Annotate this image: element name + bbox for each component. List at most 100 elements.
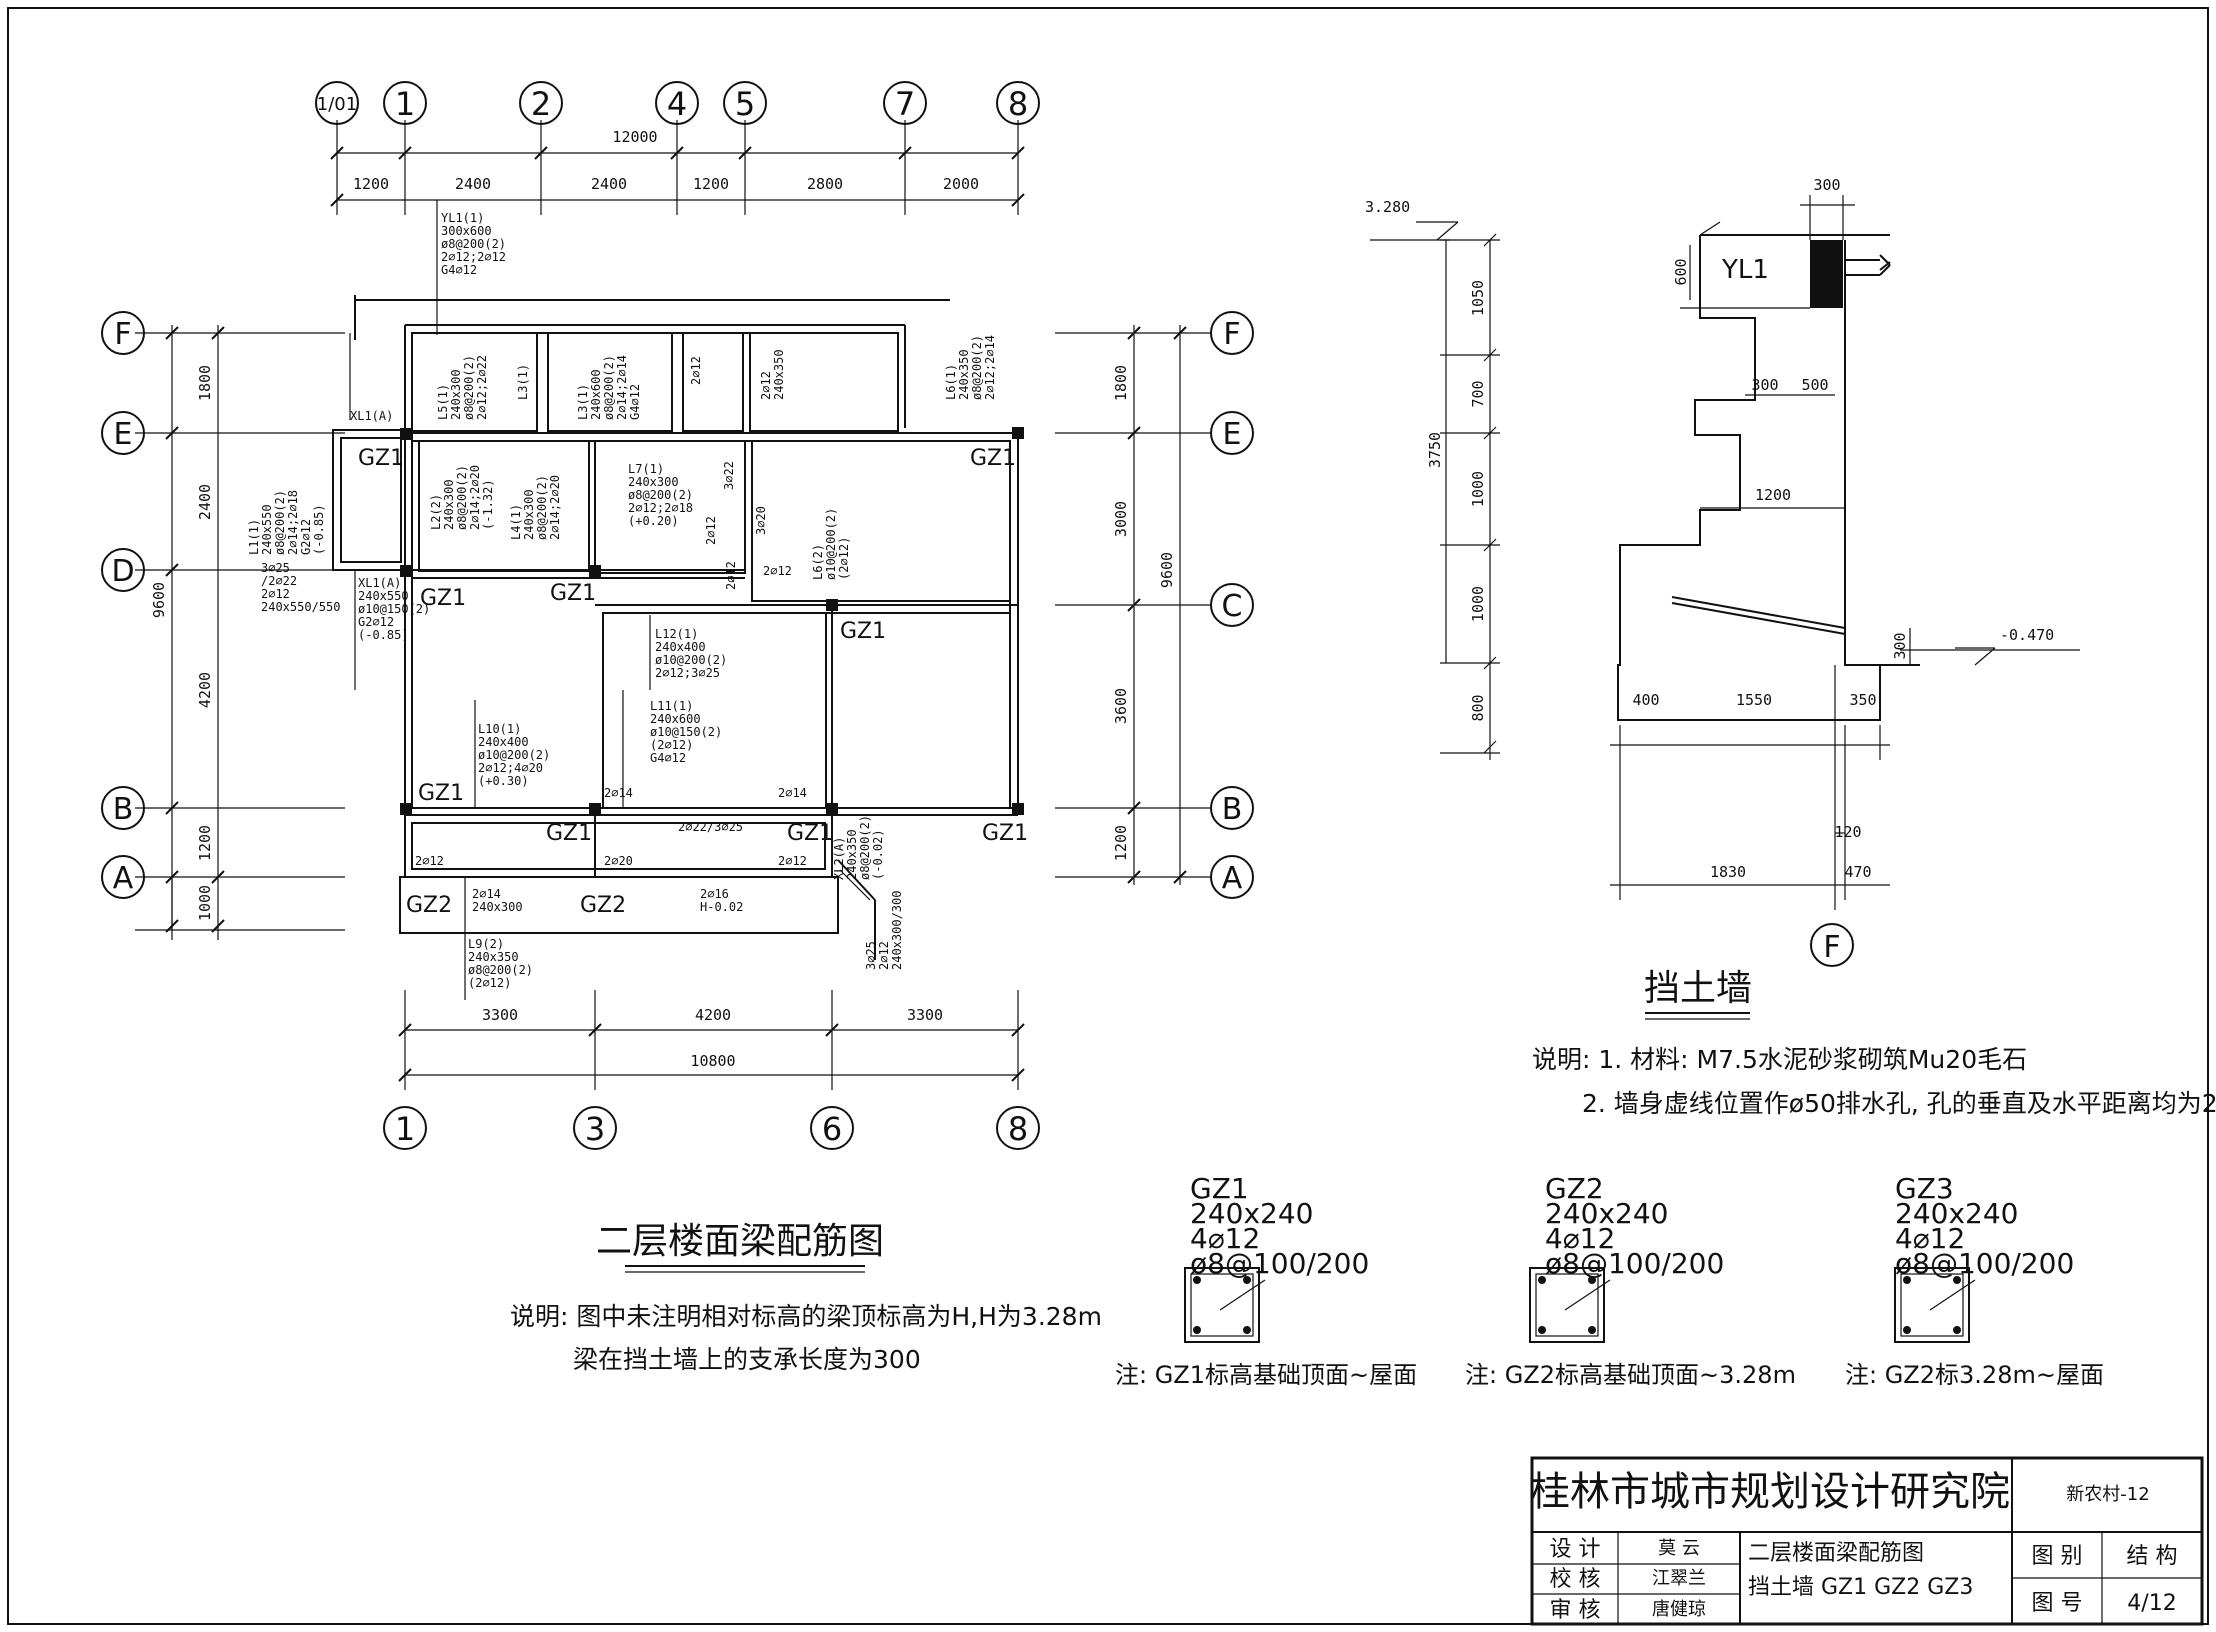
dim: 2000 [943,175,979,193]
beam-annotation-line: (2⌀12) [650,738,693,752]
beam-label: YL1 [1721,255,1769,285]
dim: 600 [1672,258,1690,285]
dim-total: 3750 [1426,432,1444,468]
beam-annotation-line: ø8@200(2) [628,488,693,502]
beam-annotation-b2222: 2⌀22/3⌀25 [678,820,743,834]
dim: 1000 [196,885,214,921]
beam-annotation-line: L6(2) [811,544,825,580]
dim: 3300 [907,1006,943,1024]
beam-annotation-xl2: XL2(A)240x350ø8@200(2)(-0.02) [832,815,885,880]
axis-label: E [1223,417,1242,452]
axis-label: 7 [895,85,915,123]
beam-annotation-line: 2⌀12;4⌀20 [478,761,543,775]
beam-annotation-b212d: 2⌀12 [724,561,738,590]
beam-annotation-line: L7(1) [628,462,664,476]
beam-annotation-line: ø10@200(2) [655,653,727,667]
axis-label: 8 [1008,1110,1028,1148]
beam-annotation-l1: L1(1)240x550ø8@200(2)2⌀14;2⌀18G2⌀12(-0.8… [247,490,326,555]
wall-title: 挡土墙 [1644,968,1752,1009]
gz-label: GZ1 [358,446,404,471]
gz-label: GZ1 [982,821,1028,846]
rebar-dot [1903,1276,1911,1284]
beam-annotation-line: 240x350 [845,829,859,880]
category-label: 图 别 [2032,1544,2083,1569]
beam-annotation-b322: 3⌀22 [722,461,736,490]
beam-annotation-line: (-0.02) [871,829,885,880]
drawing-name-2: 挡土墙 GZ1 GZ2 GZ3 [1748,1575,1973,1600]
beam-annotation-line: /2⌀22 [261,574,297,588]
column-spec-size: 240x240 [1545,1197,1668,1230]
dim-total: 9600 [1158,552,1176,588]
beam-annotation-line: XL2(A) [832,837,846,880]
dim: 400 [1632,691,1659,709]
plan-note-2: 梁在挡土墙上的支承长度为300 [573,1345,921,1374]
column-outline [1535,1273,1599,1337]
reviewer-name: 唐健琼 [1652,1599,1706,1620]
column-outline [1900,1273,1964,1337]
beam-annotation-line: L3(1) [516,364,530,400]
drawing-name-1: 二层楼面梁配筋图 [1748,1541,1924,1566]
column-outline [1894,1267,1970,1343]
axis-label: 1/01 [317,94,357,115]
beam-annotation-line: L3(1) [576,384,590,420]
beam-annotation-line: 240x550 [260,504,274,555]
axis-label: 5 [735,85,755,123]
beam-annotation-line: 2⌀12;3⌀25 [655,666,720,680]
beam-annotation-line: XL1(A) [350,409,393,423]
beam-annotation-line: (+0.20) [628,514,679,528]
sheet-border [7,7,2209,1625]
beam-annotation-line: 2⌀12;2⌀14 [983,335,997,400]
axis-label: 1 [395,1110,415,1148]
gz-label: GZ1 [418,781,464,806]
dim: 3300 [482,1006,518,1024]
beam-annotation-l6b: L6(2)ø10@200(2)(2⌀12) [811,508,851,580]
column-spec-bars: 4⌀12 [1895,1222,1965,1255]
dim: 2400 [196,484,214,520]
beam-annotation-line: 240x300 [472,900,523,914]
beam-annotation-line: ø10@200(2) [824,508,838,580]
leader-line [1929,1279,1976,1311]
rebar-dot [1903,1326,1911,1334]
beam-annotation-b212f: 2⌀12 [415,854,444,868]
column-spec-name: GZ2 [1545,1172,1604,1205]
rebar-dot [1193,1276,1201,1284]
beam-annotation-l5: L5(1)240x300ø8@200(2)2⌀12;2⌀22 [436,355,489,420]
beam-annotation-line: 3⌀25 [864,941,878,970]
column-outline [1190,1273,1254,1337]
axis-label: 2 [531,85,551,123]
dim: 1550 [1736,691,1772,709]
beam-annotation-line: ø8@200(2) [455,465,469,530]
number-label: 图 号 [2032,1591,2083,1616]
beam-annotation-line: 240x550/550 [261,600,340,614]
leader-line [1564,1279,1611,1311]
dim: 1200 [1755,486,1791,504]
dim: 1200 [1112,825,1130,861]
dim: 1200 [693,175,729,193]
rebar-dot [1243,1326,1251,1334]
beam-annotation-line: G2⌀12 [358,615,394,629]
beam-annotation-line: ø8@200(2) [970,335,984,400]
beam-annotation-line: 2⌀12 [877,941,891,970]
column-outline [1184,1267,1260,1343]
gz-label: GZ1 [420,586,466,611]
beam-annotation-line: L9(2) [468,937,504,951]
dim: 1050 [1469,280,1487,316]
axis-label: F [114,317,131,352]
dim: 2800 [807,175,843,193]
beam-annotation-line: L12(1) [655,627,698,641]
left-axis-bubbles: F E D B A [101,311,145,899]
gz-label: GZ1 [840,619,886,644]
title-block: 桂林市城市规划设计研究院 新农村-12 设 计 莫 云 校 核 江翠兰 审 核 … [1530,1456,2204,1626]
beam-annotation-line: 2⌀12 [759,371,773,400]
rebar-dot [1193,1326,1201,1334]
floor-beam-plan: 1/01 1 2 4 5 7 8 1 3 6 8 F E [101,81,1254,1374]
dim: 2400 [591,175,627,193]
column-spec-name: GZ1 [1190,1172,1249,1205]
rebar-dot [1243,1276,1251,1284]
beam-annotation-line: ø10@150(2) [650,725,722,739]
